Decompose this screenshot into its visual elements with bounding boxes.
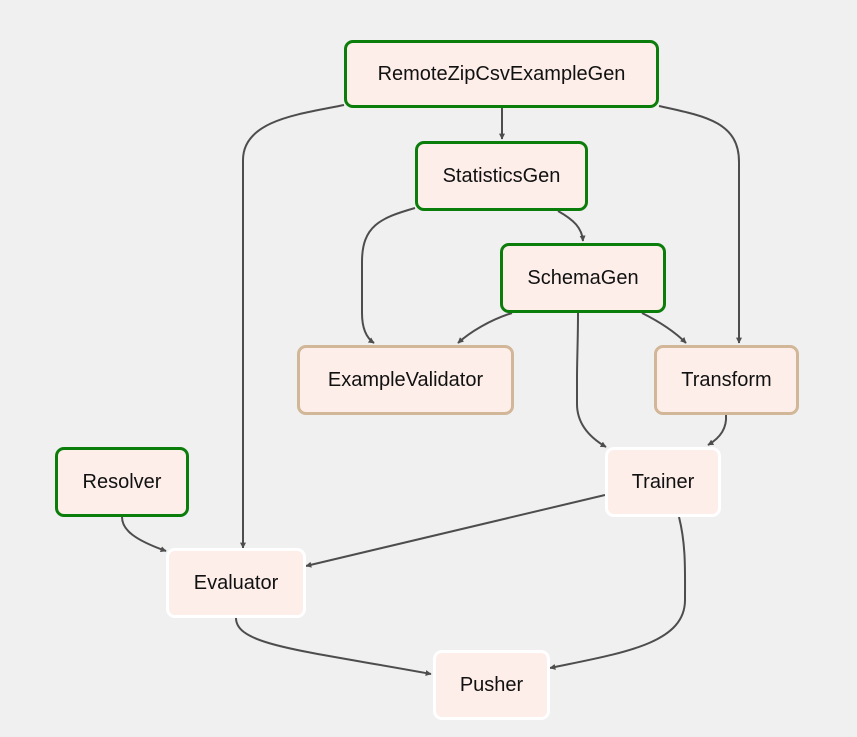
edge-trainer-to-pusher — [549, 516, 687, 670]
node-evaluator[interactable]: Evaluator — [166, 548, 306, 618]
edge-resolver-to-evaluator — [121, 516, 167, 553]
edge-evaluator-to-pusher — [235, 617, 432, 676]
edge-transform-to-trainer — [707, 414, 728, 446]
edge-statistics-gen-to-example-validator — [361, 207, 416, 344]
node-remote-zip-csv-example-gen[interactable]: RemoteZipCsvExampleGen — [344, 40, 659, 108]
edge-schema-gen-to-transform — [641, 312, 687, 344]
node-example-validator[interactable]: ExampleValidator — [297, 345, 514, 415]
node-schema-gen[interactable]: SchemaGen — [500, 243, 666, 313]
node-pusher[interactable]: Pusher — [433, 650, 550, 720]
edge-remote-zip-csv-example-gen-to-transform — [658, 105, 742, 344]
node-trainer[interactable]: Trainer — [605, 447, 721, 517]
edge-trainer-to-evaluator — [305, 494, 606, 568]
edge-schema-gen-to-example-validator — [457, 312, 513, 344]
node-resolver[interactable]: Resolver — [55, 447, 189, 517]
node-statistics-gen[interactable]: StatisticsGen — [415, 141, 588, 211]
edge-statistics-gen-to-schema-gen — [557, 210, 586, 242]
edge-schema-gen-to-trainer — [576, 312, 607, 448]
edge-remote-zip-csv-example-gen-to-evaluator — [240, 104, 345, 549]
node-transform[interactable]: Transform — [654, 345, 799, 415]
